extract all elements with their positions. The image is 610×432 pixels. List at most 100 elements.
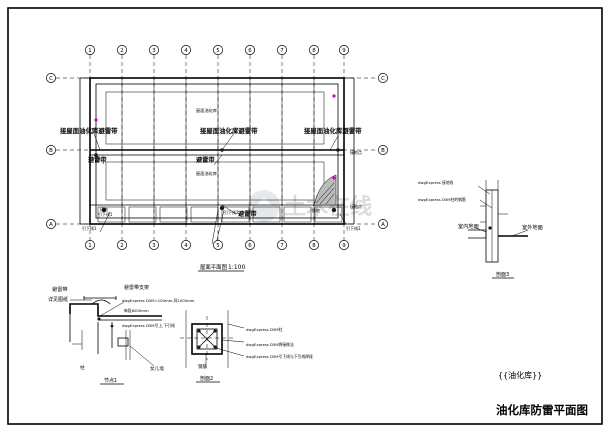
- label-lower-room: 屋面油化库: [196, 170, 217, 177]
- detail-a: [69, 296, 162, 367]
- detail-c-spec2: dwgExpress D5M柱的钢筋: [418, 197, 466, 202]
- grid-bubble-label: 4: [184, 243, 188, 249]
- grid-bubble-label: C: [49, 76, 53, 82]
- wall-segment: [97, 206, 126, 223]
- grid-bubble: [245, 45, 255, 55]
- detail-c-spec1: dwgExpress 接地线: [418, 180, 454, 185]
- detail-b-caption: 剖面2: [200, 375, 213, 382]
- grid-bubble: [46, 219, 56, 229]
- grid-bubble: [213, 45, 223, 55]
- grid-bubble-label: 5: [216, 48, 219, 54]
- detail-a-wall: 女儿墙: [150, 365, 164, 372]
- grid-bubble: [149, 45, 159, 55]
- grid-bubble-label: 7: [280, 48, 283, 54]
- detail-a-tag: 详见图纸: [48, 296, 68, 303]
- grid-bubble: [149, 240, 159, 250]
- detail-a-spec1: dwgExpress D5M=100mm,间1000mm: [122, 298, 195, 303]
- detail-a-bottom: 柱: [80, 364, 85, 371]
- grid-bubble-label: 3: [152, 48, 155, 54]
- grid-bubble: [339, 240, 349, 250]
- grid-bubble: [46, 145, 56, 155]
- grid-bubble: [378, 145, 388, 155]
- grid-bubble: [245, 240, 255, 250]
- detail-a-support: 避雷带支架: [124, 284, 149, 291]
- grid-bubble-label: 3: [152, 243, 155, 249]
- detail-c-left-side: 室内地面: [458, 222, 479, 230]
- grid-bubble-label: 5: [216, 243, 219, 249]
- grid-bubble: [309, 240, 319, 250]
- wall-segment: [314, 206, 343, 223]
- detail-b-spec1: dwgExpress D5M柱: [246, 327, 283, 332]
- grid-bubble-label: B: [49, 148, 53, 154]
- grid-bubble: [181, 45, 191, 55]
- grid-bubble: [46, 73, 56, 83]
- grid-bubble-label: A: [381, 222, 385, 228]
- watermark-logo: [248, 190, 280, 222]
- label-upper-room: 屋面油化库: [196, 107, 217, 114]
- plan-caption: 屋面平面图: [200, 263, 227, 271]
- wall-segment: [283, 206, 312, 223]
- wall-segment: [221, 206, 250, 223]
- grid-bubble: [378, 219, 388, 229]
- grid-bubble: [213, 240, 223, 250]
- grid-bubble-label: 9: [342, 48, 346, 54]
- label-left-tag: 接地: [100, 206, 108, 212]
- grid-bubble: [85, 45, 95, 55]
- detail-c: [468, 180, 529, 263]
- label-right-note: 引下线2: [346, 225, 361, 231]
- grid-bubble-label: 1: [88, 243, 91, 249]
- label-right-side-tag: 接地点: [350, 149, 362, 155]
- grid-bubble-label: 6: [248, 48, 252, 54]
- grid-bubble-label: 4: [184, 48, 188, 54]
- grid-bubble: [309, 45, 319, 55]
- grid-bubble: [339, 45, 349, 55]
- grid-bubble: [85, 240, 95, 250]
- detail-b-spec2: dwgExpress D5M焊接做法: [246, 342, 294, 347]
- wall-segment: [252, 206, 281, 223]
- grid-bubble-label: A: [49, 222, 53, 228]
- grid-bubble: [277, 45, 287, 55]
- grid-bubbles-top: 1 2 3 4 5 6 7 8 9: [85, 45, 349, 55]
- label-left-belt: 接屋面油化库避雷带: [60, 126, 118, 135]
- grid-bubble-label: 8: [312, 243, 316, 249]
- grid-bubble-label: 1: [88, 48, 91, 54]
- detail-a-spec2: 每段6000mm: [124, 308, 149, 313]
- grid-bubbles-left: A B C: [46, 73, 56, 229]
- label-right-belt: 接屋面油化库避雷带: [304, 126, 362, 135]
- detail-b-spec3: dwgExpress D5M引下线与下引线焊接: [246, 354, 313, 359]
- drawing-frame: [7, 7, 603, 425]
- detail-a-caption: 节点1: [104, 378, 117, 384]
- label-right-side-tag2: 接地点: [350, 203, 362, 209]
- label-left-note: 引下线1: [82, 225, 97, 231]
- detail-b: [180, 310, 245, 368]
- label-right-pt: 引下线2: [224, 209, 239, 215]
- wall-segment: [128, 206, 157, 223]
- label-bottom-mark: 避雷带: [238, 210, 257, 218]
- grid-bubble: [277, 240, 287, 250]
- grid-bubble-label: 2: [120, 48, 123, 54]
- label-left-pt: 引下线1: [98, 211, 113, 217]
- plan-scale: 1:100: [228, 264, 245, 271]
- grid-bubble-label: 2: [120, 243, 123, 249]
- wall-segment: [159, 206, 188, 223]
- grid-bubble-label: 8: [312, 48, 316, 54]
- grid-bubble-label: C: [381, 76, 385, 82]
- grid-bubble-label: B: [381, 148, 385, 154]
- grid-bubble: [181, 240, 191, 250]
- grid-bubble-label: 9: [342, 243, 346, 249]
- grid-bubble: [378, 73, 388, 83]
- label-center-belt: 接屋面油化库避雷带: [200, 126, 258, 135]
- roof-plan: [56, 55, 378, 245]
- drawing-title: 油化库防雷平面图: [496, 403, 588, 417]
- grid-bubbles-right: A B C: [378, 73, 388, 229]
- label-center-mark: 避雷带: [196, 156, 215, 164]
- detail-a-belt: 避雷带: [52, 285, 68, 293]
- detail-b-note: 钢筋: [198, 363, 207, 370]
- detail-c-right-side: 室外地面: [522, 223, 543, 231]
- label-left-mark: 避雷带: [88, 156, 107, 164]
- label-right-tag: 接地: [312, 207, 320, 213]
- grid-bubble: [117, 240, 127, 250]
- detail-c-caption: 剖面3: [496, 271, 509, 278]
